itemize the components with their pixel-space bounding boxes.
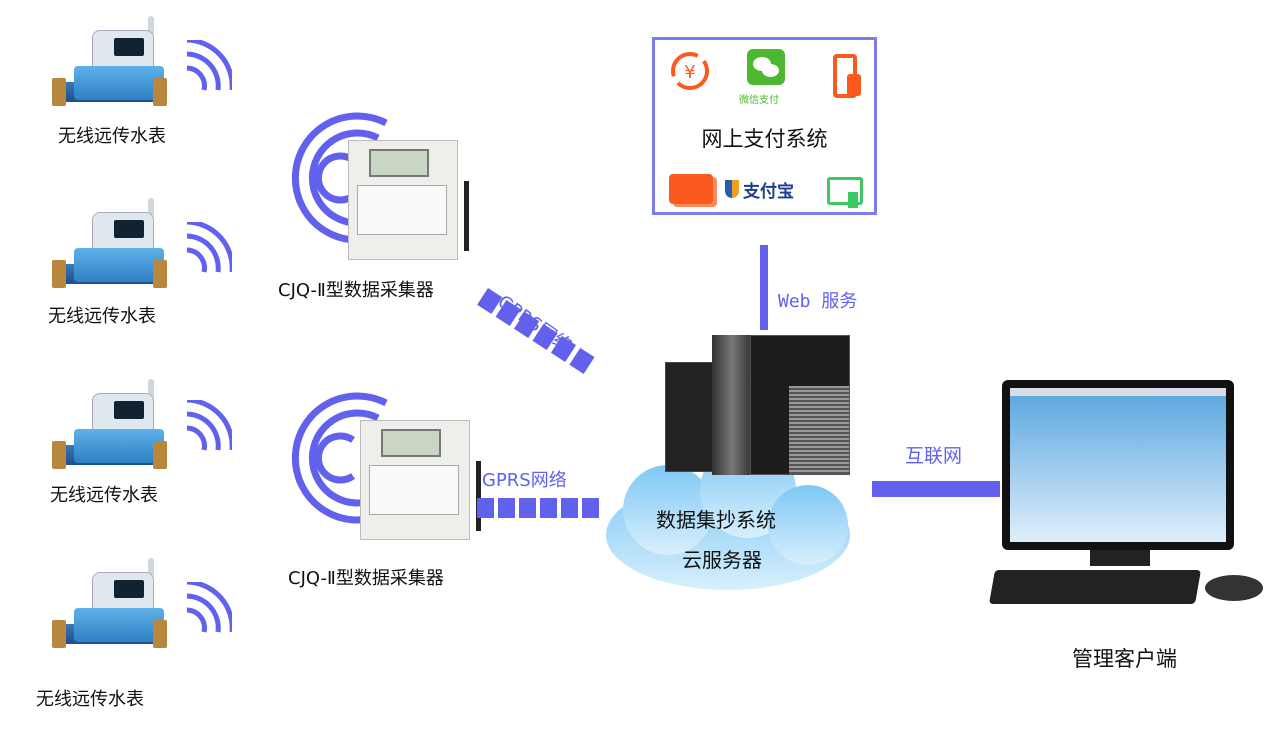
web-service-label: Web 服务 (778, 291, 858, 312)
meter-label: 无线远传水表 (36, 689, 144, 710)
alipay-shield-icon (725, 180, 739, 198)
gprs-dashed-link (476, 288, 597, 377)
server-tower (750, 335, 850, 475)
internet-link (872, 481, 1000, 497)
svg-text:¥: ¥ (684, 62, 695, 83)
cloud-server-line2: 云服务器 (682, 548, 762, 572)
water-meter-3 (52, 379, 167, 483)
wechat-pay-label: 微信支付 (739, 95, 779, 106)
collector-label: CJQ-Ⅱ型数据采集器 (278, 280, 434, 301)
wechat-icon (747, 49, 785, 85)
collector-label: CJQ-Ⅱ型数据采集器 (288, 568, 444, 589)
bank-card-icon (669, 174, 713, 204)
web-service-link (760, 245, 768, 330)
phone-tap-icon (833, 54, 861, 98)
yen-refresh-icon: ¥ (671, 52, 709, 90)
water-meter-4 (52, 558, 167, 662)
gprs-link-label: GPRS网络 (482, 470, 567, 491)
alipay-logo: 支付宝 (743, 182, 794, 202)
water-meter-2 (52, 198, 167, 302)
keyboard (989, 570, 1201, 604)
water-meter-1 (52, 16, 167, 120)
payment-title: 网上支付系统 (701, 127, 828, 151)
wireless-signal-icon (186, 582, 232, 633)
meter-label: 无线远传水表 (48, 306, 156, 327)
broadcast-signal-icon (291, 392, 388, 524)
monitor (1002, 380, 1234, 550)
data-collector-1 (348, 140, 469, 260)
card-tap-icon (827, 177, 863, 208)
wireless-signal-icon (186, 222, 232, 273)
meter-label: 无线远传水表 (58, 126, 166, 147)
monitor-screen (1010, 388, 1226, 542)
cloud-server-line1: 数据集抄系统 (656, 508, 776, 532)
gprs-dashed-link (477, 498, 602, 518)
meter-label: 无线远传水表 (50, 485, 158, 506)
online-payment-panel: ¥ 微信支付 网上支付系统 支付宝 (652, 37, 877, 215)
wireless-signal-icon (186, 40, 232, 91)
wireless-signal-icon (186, 400, 232, 451)
data-collector-2 (360, 420, 481, 540)
mouse (1205, 575, 1263, 601)
monitor-stand (1090, 550, 1150, 566)
client-label: 管理客户端 (1072, 647, 1177, 671)
server-tower (712, 335, 752, 475)
internet-label: 互联网 (905, 445, 963, 467)
